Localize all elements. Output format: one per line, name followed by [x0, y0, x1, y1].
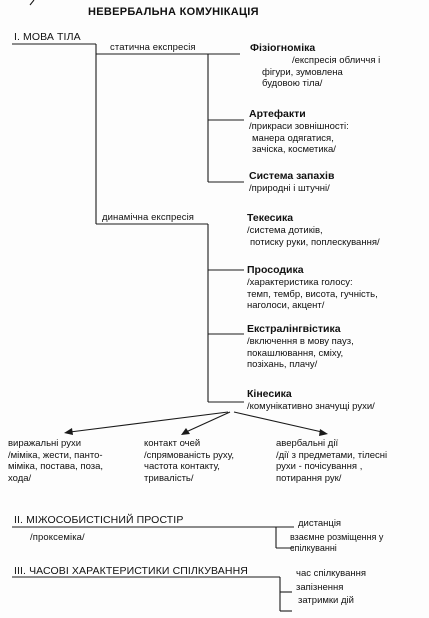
section3-item-delay: запізнення — [296, 582, 343, 594]
smell-system-line-1: /природні і штучні/ — [249, 183, 330, 194]
prosody-heading: Просодика — [247, 264, 304, 276]
eye-contact-line-3: частота контакту, — [144, 461, 220, 472]
physiognomy-line-1: /експресія обличчя і — [292, 55, 381, 66]
eye-contact-line-2: /спрямованість руху, — [144, 449, 235, 461]
placement-line-1: взаємне розміщення у — [290, 532, 384, 542]
section2-label: ІІ. МІЖОСОБИСТІСНИЙ ПРОСТІР — [14, 514, 184, 526]
artefacts-line-1: /прикраси зовнішності: — [249, 121, 349, 132]
arrow-head-left — [64, 428, 73, 435]
section2-sublabel: /проксеміка/ — [30, 532, 85, 543]
artefacts-heading: Артефакти — [249, 108, 306, 120]
section1-label: І. МОВА ТІЛА — [14, 31, 81, 43]
prosody-line-2: темп, тембр, висота, гучність, — [247, 288, 378, 300]
kinesics-heading: Кінесика — [247, 388, 292, 400]
physiognomy-heading: Фізіогноміка — [250, 42, 316, 54]
averbal-line-3: рухи - почісування , — [276, 461, 363, 472]
arrow-head-right — [319, 429, 328, 436]
item-extralinguistics: Екстралінгвістика /включення в мову пауз… — [247, 323, 354, 371]
arrow-line-right — [233, 411, 323, 433]
arrow-head-middle — [181, 428, 190, 435]
physiognomy-line-3: будовою тіла/ — [262, 78, 323, 89]
section2-item-distance: дистанція — [298, 518, 341, 530]
item-artefacts: Артефакти /прикраси зовнішності: манера … — [249, 108, 349, 156]
expressive-line-2: /міміка, жести, панто- — [8, 449, 103, 461]
extralinguistics-line-2: покашлювання, сміху, — [247, 347, 344, 359]
arrow-line-middle — [185, 411, 231, 433]
time-item-2: запізнення — [296, 582, 344, 593]
expressive-line-3: міміка, постава, поза, — [8, 461, 104, 472]
extralinguistics-line-3: позіхань, плачу/ — [247, 359, 318, 370]
branch-averbal-actions: авербальні дії /дії з предметами, тілесн… — [276, 438, 387, 484]
time-item-1: час спілкування — [296, 568, 367, 579]
tekesika-line-1: /система дотиків, — [247, 225, 323, 236]
item-smell-system: Система запахів /природні і штучні/ — [249, 170, 334, 195]
static-expression-label: статична експресія — [110, 42, 196, 53]
placement-line-2: спілкуванні — [290, 543, 337, 553]
corner-mark — [29, 0, 35, 6]
distance-line-1: дистанція — [298, 518, 342, 529]
arrow-line-left — [69, 411, 229, 433]
artefacts-line-3: зачіска, косметика/ — [252, 144, 336, 155]
section2-item-placement: взаємне розміщення у спілкуванні — [290, 532, 383, 554]
item-prosody: Просодика /характеристика голосу: темп, … — [247, 264, 378, 312]
dynamic-expression-label: динамічна експресія — [102, 212, 195, 223]
physiognomy-line-2: фігури, зумовлена — [262, 66, 343, 78]
branch-expressive-movements: виражальні рухи /міміка, жести, панто- м… — [8, 438, 103, 484]
tekesika-heading: Текесика — [247, 212, 294, 224]
expressive-line-1: виражальні рухи — [8, 438, 82, 449]
extralinguistics-heading: Екстралінгвістика — [247, 323, 341, 335]
section3-item-time: час спілкування — [296, 568, 366, 580]
eye-contact-line-4: тривалість/ — [144, 472, 194, 484]
item-physiognomy: Фізіогноміка /експресія обличчя і фігури… — [250, 42, 380, 90]
averbal-line-2: /дії з предметами, тілесні — [276, 449, 388, 461]
averbal-line-1: авербальні дії — [276, 438, 339, 449]
prosody-line-1: /характеристика голосу: — [247, 277, 353, 288]
averbal-line-4: потирання рук/ — [276, 472, 342, 484]
smell-system-heading: Система запахів — [249, 170, 335, 182]
kinesics-line-1: /комунікативно значущі рухи/ — [247, 401, 375, 412]
section3-label: ІІІ. ЧАСОВІ ХАРАКТЕРИСТИКИ СПІЛКУВАННЯ — [14, 565, 248, 577]
tekesika-line-2: потиску руки, поплескування/ — [250, 236, 380, 248]
prosody-line-3: наголоси, акцент/ — [247, 300, 325, 311]
eye-contact-line-1: контакт очей — [144, 438, 201, 449]
section3-item-action-delay: затримки дій — [298, 595, 354, 607]
item-tekesika: Текесика /система дотиків, потиску руки,… — [247, 212, 380, 248]
item-kinesics: Кінесика /комунікативно значущі рухи/ — [247, 388, 375, 413]
expressive-line-4: хода/ — [8, 472, 32, 484]
branch-eye-contact: контакт очей /спрямованість руху, частот… — [144, 438, 234, 484]
artefacts-line-2: манера одягатися, — [252, 132, 334, 144]
time-item-3: затримки дій — [298, 595, 354, 606]
page-title: НЕВЕРБАЛЬНА КОМУНІКАЦІЯ — [88, 6, 259, 18]
extralinguistics-line-1: /включення в мову пауз, — [247, 336, 354, 347]
